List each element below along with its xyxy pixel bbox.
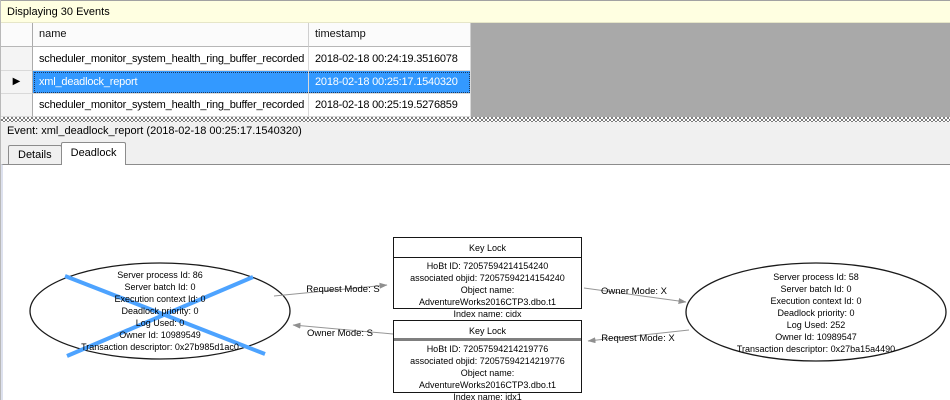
- cell-timestamp[interactable]: 2018-02-18 00:25:17.1540320: [309, 71, 471, 94]
- cell-name[interactable]: scheduler_monitor_system_health_ring_buf…: [33, 94, 309, 117]
- cell-name[interactable]: xml_deadlock_report: [33, 71, 309, 94]
- row-selector-cell[interactable]: [1, 47, 33, 71]
- edge-owner-s-arrow: [292, 322, 394, 335]
- tab-details[interactable]: Details: [8, 145, 62, 164]
- lock-title: Key Lock: [394, 238, 581, 258]
- events-count-label: Displaying 30 Events: [7, 5, 110, 18]
- edge-request-s-arrow: [273, 282, 388, 297]
- cell-name[interactable]: scheduler_monitor_system_health_ring_buf…: [33, 47, 309, 71]
- row-selector-header[interactable]: [1, 23, 33, 47]
- edge-request-x-arrow: [587, 329, 690, 344]
- event-title-label: Event: xml_deadlock_report (2018-02-18 0…: [7, 124, 302, 137]
- column-header-name[interactable]: name: [33, 23, 309, 47]
- deadlock-graph-pane: Request Mode: S Owner Mode: S Owner Mode…: [1, 164, 950, 400]
- grid-header-filler: [471, 23, 950, 47]
- cell-timestamp[interactable]: 2018-02-18 00:25:19.5276859: [309, 94, 471, 117]
- row-selector-cell[interactable]: ▶: [1, 71, 33, 94]
- grid-header-row: name timestamp: [1, 23, 950, 47]
- table-row-selected[interactable]: ▶ xml_deadlock_report 2018-02-18 00:25:1…: [1, 71, 950, 94]
- other-process-ellipse[interactable]: [685, 262, 947, 362]
- other-process-node[interactable]: Server process Id: 58 Server batch Id: 0…: [736, 272, 896, 354]
- detail-tabstrip: Details Deadlock: [1, 139, 950, 165]
- deadlock-graph-canvas: Request Mode: S Owner Mode: S Owner Mode…: [29, 262, 947, 362]
- key-lock-node-idx1[interactable]: Key Lock HoBt ID: 72057594214219776 asso…: [393, 320, 582, 400]
- edge-owner-x-arrow: [583, 287, 687, 304]
- events-info-bar: Displaying 30 Events: [1, 0, 950, 23]
- cell-timestamp[interactable]: 2018-02-18 00:24:19.3516078: [309, 47, 471, 71]
- table-row[interactable]: scheduler_monitor_system_health_ring_buf…: [1, 94, 950, 117]
- table-row[interactable]: scheduler_monitor_system_health_ring_buf…: [1, 47, 950, 71]
- edge-label-request-s: Request Mode: S: [306, 284, 379, 295]
- edge-label-owner-x: Owner Mode: X: [601, 286, 668, 297]
- pane-splitter[interactable]: [1, 117, 950, 122]
- event-bar: Event: xml_deadlock_report (2018-02-18 0…: [1, 122, 950, 139]
- edge-label-request-x: Request Mode: X: [601, 333, 675, 344]
- victim-process-node[interactable]: Server process Id: 86 Server batch Id: 0…: [81, 270, 239, 352]
- lock-title: Key Lock: [394, 321, 581, 341]
- tab-deadlock[interactable]: Deadlock: [60, 142, 127, 165]
- current-row-arrow-icon: ▶: [12, 76, 21, 87]
- row-selector-cell[interactable]: [1, 94, 33, 117]
- key-lock-node-cidx[interactable]: Key Lock HoBt ID: 72057594214154240 asso…: [393, 237, 582, 319]
- victim-cross-line: [66, 275, 254, 358]
- edge-label-owner-s: Owner Mode: S: [307, 328, 373, 339]
- events-grid: name timestamp scheduler_monitor_system_…: [1, 23, 950, 117]
- column-header-timestamp[interactable]: timestamp: [309, 23, 471, 47]
